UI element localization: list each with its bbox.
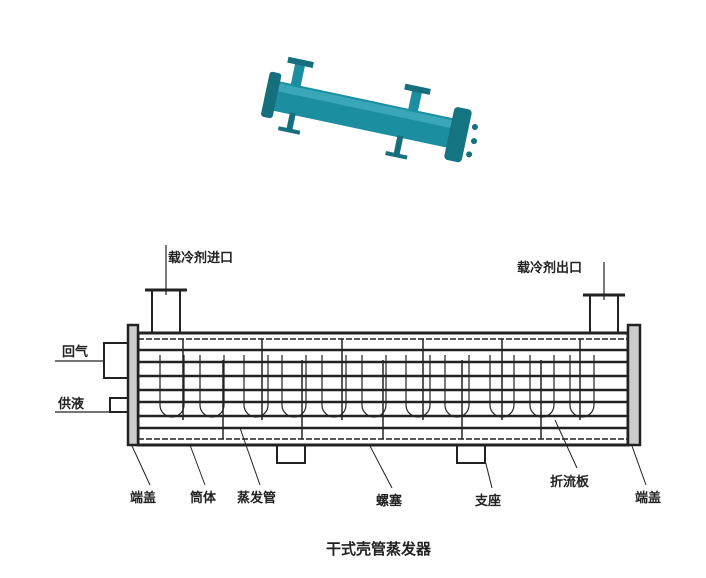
label-shell: 筒体 <box>190 490 217 506</box>
label-plug: 螺塞 <box>376 493 403 509</box>
label-coolant-inlet: 载冷剂进口 <box>168 250 233 266</box>
label-end-cap-left: 端盖 <box>130 490 156 506</box>
label-end-cap-right: 端盖 <box>635 490 661 506</box>
label-liquid-supply: 供液 <box>57 396 84 412</box>
diagram-title: 干式壳管蒸发器 <box>326 540 432 558</box>
shell-drawing <box>55 245 647 489</box>
label-baffle: 折流板 <box>550 474 590 490</box>
evaporator-photo <box>261 56 478 163</box>
label-return-gas: 回气 <box>62 344 88 360</box>
label-evaporator-tube: 蒸发管 <box>237 490 276 506</box>
label-coolant-outlet: 载冷剂出口 <box>517 260 582 276</box>
label-support: 支座 <box>474 493 501 509</box>
